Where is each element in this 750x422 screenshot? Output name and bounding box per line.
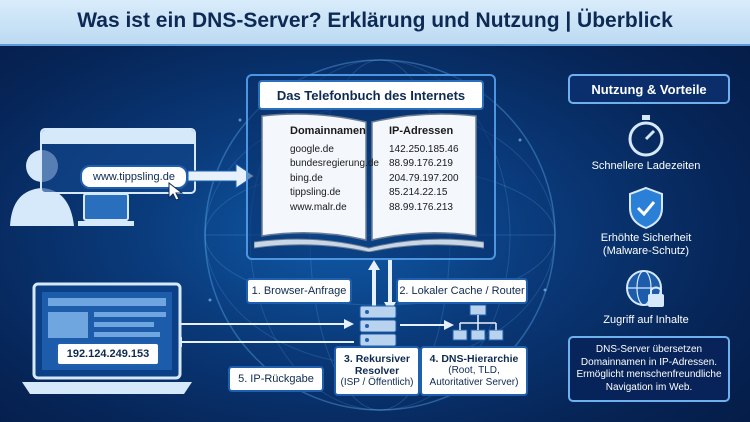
hierarchy-icon [452, 304, 504, 341]
domain-column-header: Domainnamen [290, 125, 366, 137]
open-book-icon [254, 113, 484, 252]
page-title: Was ist ein DNS-Server? Erklärung und Nu… [77, 9, 673, 32]
domain-cell: www.malr.de [290, 201, 347, 213]
step-4-label: 4. DNS-Hierarchie (Root, TLD, Autoritati… [420, 346, 528, 396]
globe-lock-icon [626, 270, 664, 307]
step-5-label: 5. IP-Rückgabe [228, 366, 324, 392]
arrow-browser-to-book [188, 163, 255, 189]
step-3-subtitle: (ISP / Öffentlich) [340, 377, 414, 388]
ip-cell: 85.214.22.15 [389, 187, 448, 198]
ip-column-header: IP-Adressen [389, 125, 454, 137]
step-1-label: 1. Browser-Anfrage [246, 278, 352, 304]
ip-cell: 88.99.176.219 [389, 158, 453, 169]
domain-cell: bing.de [290, 172, 323, 184]
laptop-small-icon [78, 193, 134, 226]
step-4-subtitle: (Root, TLD, Autoritativer Server) [429, 365, 519, 388]
ip-address-display: 192.124.249.153 [56, 342, 160, 366]
shield-check-icon [629, 186, 663, 230]
domain-cell: google.de [290, 143, 334, 155]
arrow-server-hierarchy [400, 320, 454, 330]
cursor-icon [168, 182, 184, 201]
domain-cell: tippsling.de [290, 187, 341, 198]
domain-cell: bundesregierung.de [290, 158, 379, 169]
benefit-security-title: Erhöhte Sicherheit [600, 232, 692, 244]
url-text: www.tippsling.de [93, 171, 175, 183]
summary-text: DNS-Server übersetzen Domainnamen in IP-… [576, 344, 722, 393]
server-icon [359, 305, 397, 347]
ip-cell: 142.250.185.46 [389, 143, 459, 155]
domain-column: Domainnamen google.de bundesregierung.de… [290, 124, 380, 215]
arrows-laptop-server [170, 319, 354, 347]
ip-cell: 204.79.197.200 [389, 172, 459, 184]
benefit-access-label: Zugriff auf Inhalte [603, 314, 689, 326]
ip-column: IP-Adressen 142.250.185.46 88.99.176.219… [389, 124, 475, 215]
benefit-security-label: Erhöhte Sicherheit (Malware-Schutz) [580, 232, 712, 258]
benefits-header: Nutzung & Vorteile [568, 74, 730, 104]
arrows-book-server [368, 260, 396, 312]
url-bar[interactable]: www.tippsling.de [80, 165, 188, 189]
benefit-security-subtitle: (Malware-Schutz) [602, 245, 690, 257]
benefit-speed-label: Schnellere Ladezeiten [591, 160, 701, 172]
step-3-label: 3. Rekursiver Resolver (ISP / Öffentlich… [334, 346, 420, 396]
book-title: Das Telefonbuch des Internets [258, 80, 484, 110]
ip-cell: 88.99.176.213 [389, 201, 453, 213]
step-2-label: 2. Lokaler Cache / Router [396, 278, 528, 304]
step-4-title: 4. DNS-Hierarchie [429, 353, 519, 365]
browser-toolbar [42, 130, 194, 144]
title-banner: Was ist ein DNS-Server? Erklärung und Nu… [0, 0, 750, 46]
summary-box: DNS-Server übersetzen Domainnamen in IP-… [568, 336, 730, 402]
step-3-title: 3. Rekursiver Resolver [344, 353, 410, 377]
stopwatch-icon [628, 115, 664, 157]
